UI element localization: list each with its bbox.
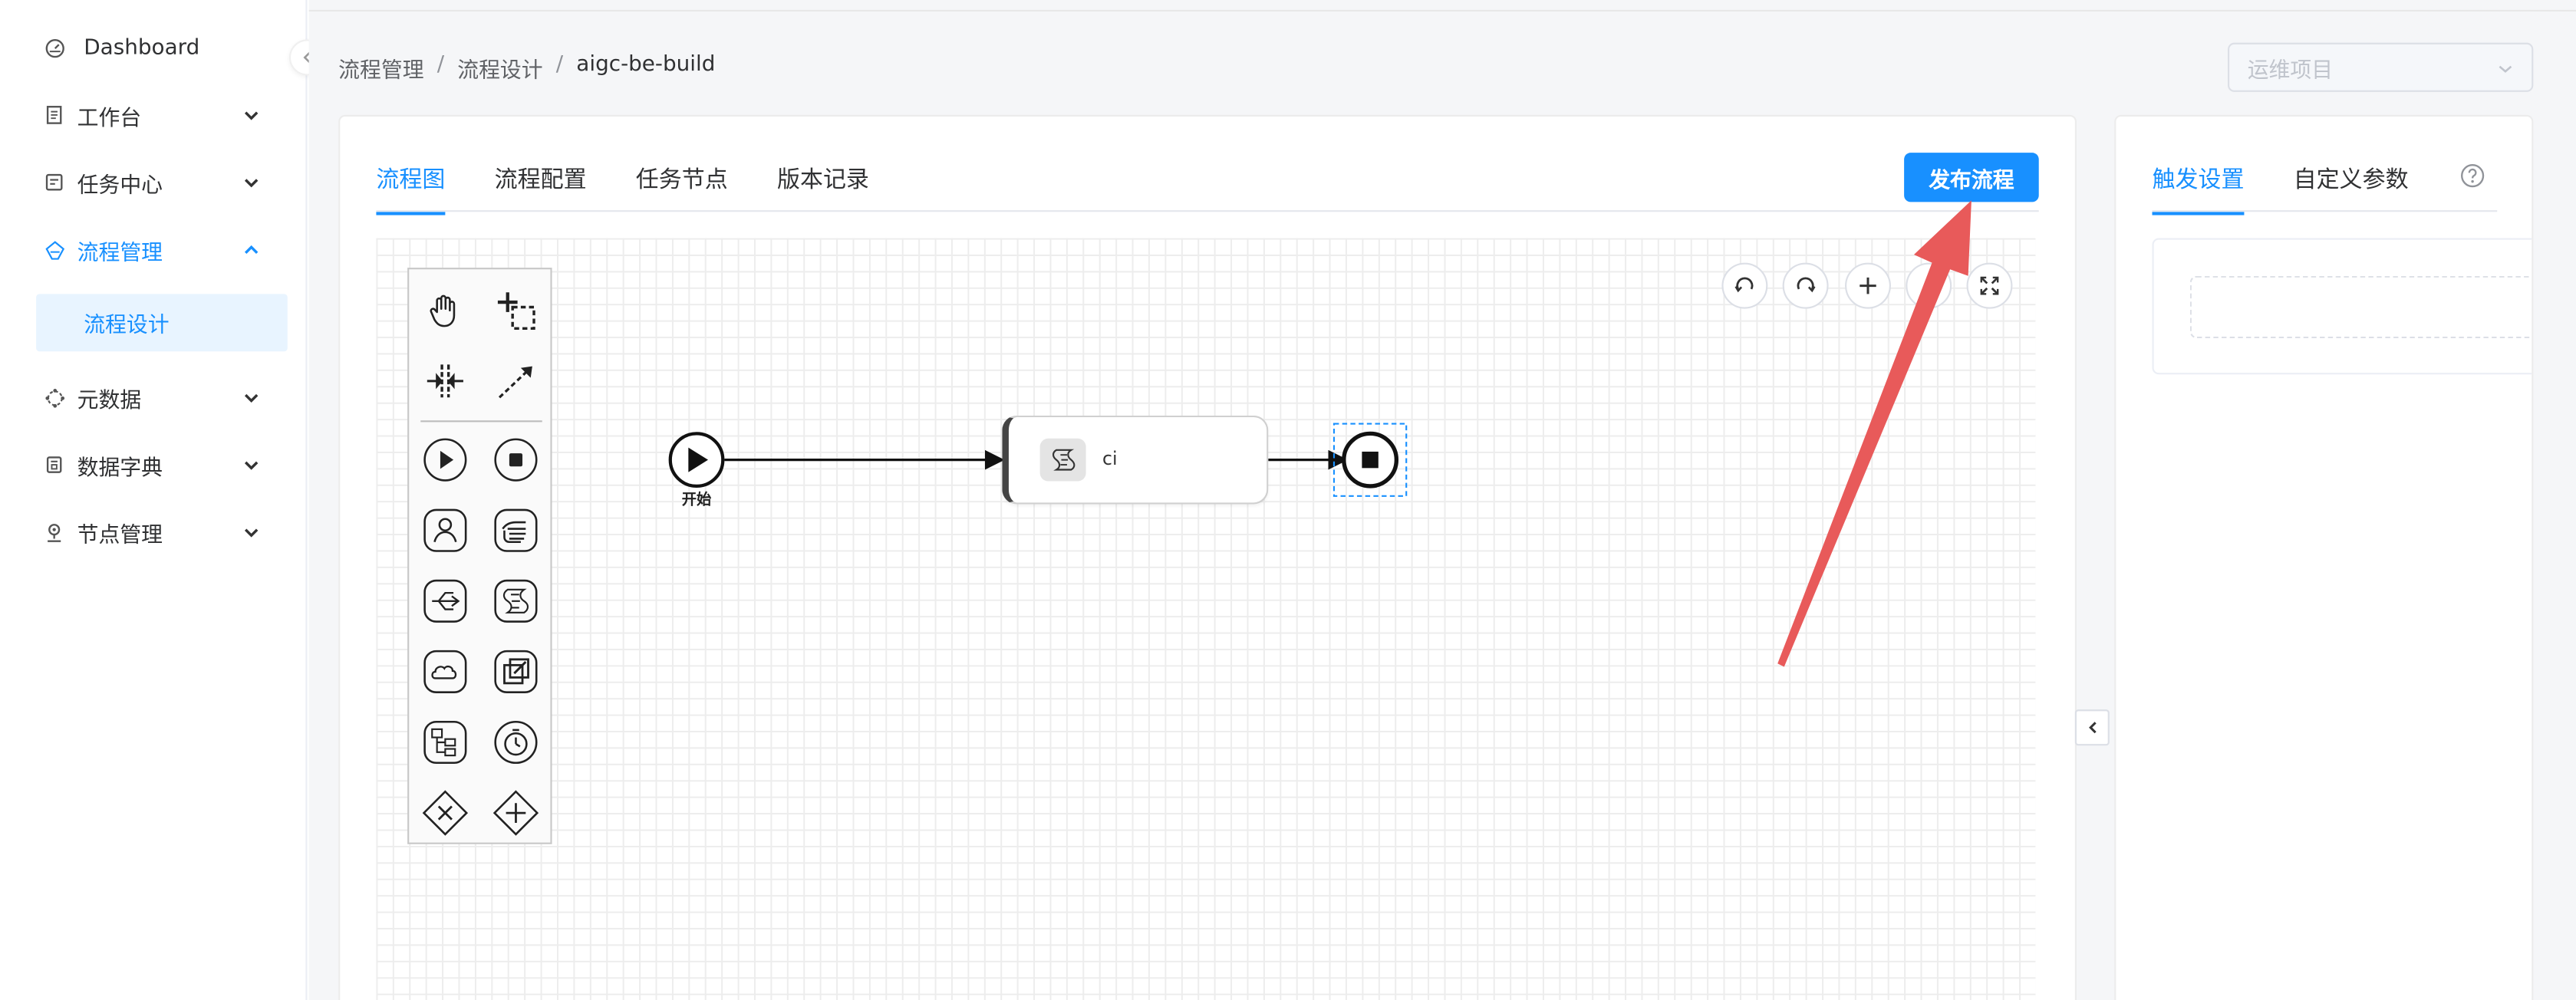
breadcrumb: 流程管理 / 流程设计 / aigc-be-build [338,53,715,84]
breadcrumb-item[interactable]: 流程设计 [457,59,543,84]
chevron-down-icon [244,179,259,188]
tab-trigger-settings[interactable]: 触发设置 [2152,163,2245,215]
project-select[interactable]: 运维项目 [2228,42,2534,92]
chevron-down-icon [244,528,259,538]
trigger-placeholder-box[interactable] [2189,275,2532,339]
flow-icon [43,238,66,262]
hand-tool-icon[interactable] [420,286,469,335]
tab-flow-config[interactable]: 流程配置 [494,167,587,194]
chevron-left-icon [2087,722,2096,734]
sidebar-item-label: Dashboard [84,35,200,61]
sidebar-item-label: 工作台 [77,106,142,131]
sidebar-item-task-center[interactable]: 任务中心 [0,153,305,212]
manual-task-icon[interactable] [491,506,540,555]
timer-event-icon[interactable] [491,718,540,767]
tabs-divider [376,210,2039,212]
fullscreen-icon [1980,276,1999,295]
connect-tool-icon[interactable] [491,357,540,406]
chevron-left-icon [303,51,311,64]
breadcrumb-separator: / [555,52,564,77]
script-task-icon[interactable] [491,577,540,626]
document-icon [43,104,66,127]
chevron-down-icon [244,111,259,120]
sidebar-item-label: 任务中心 [77,173,163,199]
palette-separator [420,420,542,423]
undo-button[interactable] [1721,262,1768,309]
task-label: ci [1102,448,1118,470]
sidebar-item-label: 数据字典 [77,456,163,481]
bpmn-canvas[interactable]: 开始 ci [376,238,2036,1000]
call-activity-icon[interactable] [491,647,540,696]
sidebar-item-flow-management[interactable]: 流程管理 [0,220,305,279]
sidebar-item-label: 元数据 [77,388,142,413]
tab-custom-params[interactable]: 自定义参数 [2293,167,2409,194]
properties-panel: 触发设置 自定义参数 [2114,114,2534,1000]
sidebar-subitem-flow-design[interactable]: 流程设计 [36,294,288,352]
tool-palette [407,268,552,844]
start-event[interactable] [668,432,725,488]
sidebar: Dashboard 工作台 任务中心 流程管理 流程设计 [0,0,308,1000]
tab-flow-diagram[interactable]: 流程图 [376,163,446,215]
start-event-label: 开始 [681,492,712,509]
chevron-down-icon [244,461,259,470]
chevron-up-icon [244,245,259,255]
sidebar-item-workbench[interactable]: 工作台 [0,85,305,144]
project-select-placeholder: 运维项目 [2247,58,2334,84]
space-tool-icon[interactable] [420,357,469,406]
chevron-down-icon [244,393,259,403]
start-event-icon[interactable] [420,436,469,485]
tabs-divider [2152,210,2498,212]
exclusive-gateway-icon[interactable] [420,788,469,837]
user-task-icon[interactable] [420,506,469,555]
send-task-icon[interactable] [420,577,469,626]
task-icon [43,171,66,194]
diagram-edges [668,423,1408,497]
undo-icon [1734,277,1754,293]
sidebar-item-data-dictionary[interactable]: 数据字典 [0,436,305,495]
subprocess-icon[interactable] [420,718,469,767]
metadata-icon [43,386,66,409]
breadcrumb-current: aigc-be-build [576,52,716,77]
end-event[interactable] [1342,431,1399,488]
sidebar-item-label: 流程管理 [77,240,163,265]
trigger-settings-card [2152,238,2532,375]
editor-tabs: 流程图 流程配置 任务节点 版本记录 [376,163,918,215]
script-icon [1039,438,1086,482]
script-task-ci[interactable]: ci [1002,415,1269,505]
toggle-properties-button[interactable] [2074,709,2110,746]
properties-tabs: 触发设置 自定义参数 [2152,163,2457,215]
sidebar-item-node-management[interactable]: 节点管理 [0,502,305,561]
sidebar-subitem-label: 流程设计 [84,314,170,339]
flow-editor-panel: 流程图 流程配置 任务节点 版本记录 发布流程 [338,114,2077,1000]
selection-outline [1332,423,1408,497]
dictionary-icon [43,453,66,476]
node-icon [43,521,66,544]
breadcrumb-separator: / [436,52,445,77]
parallel-gateway-icon[interactable] [491,788,540,837]
tab-version-history[interactable]: 版本记录 [776,167,869,194]
publish-flow-button[interactable]: 发布流程 [1904,153,2039,202]
chevron-down-icon [2499,65,2512,73]
header-divider [308,9,2576,12]
sidebar-item-metadata[interactable]: 元数据 [0,368,305,427]
tab-task-nodes[interactable]: 任务节点 [635,167,728,194]
dashboard-icon [43,36,66,59]
help-icon[interactable] [2459,163,2485,189]
cloud-task-icon[interactable] [420,647,469,696]
main-content: 流程管理 / 流程设计 / aigc-be-build 运维项目 流程图 流程配… [308,0,2576,1000]
breadcrumb-item[interactable]: 流程管理 [338,59,424,84]
lasso-tool-icon[interactable] [491,286,540,335]
end-event-icon[interactable] [491,436,540,485]
sidebar-item-label: 节点管理 [77,523,163,548]
sidebar-item-dashboard[interactable]: Dashboard [0,18,305,77]
